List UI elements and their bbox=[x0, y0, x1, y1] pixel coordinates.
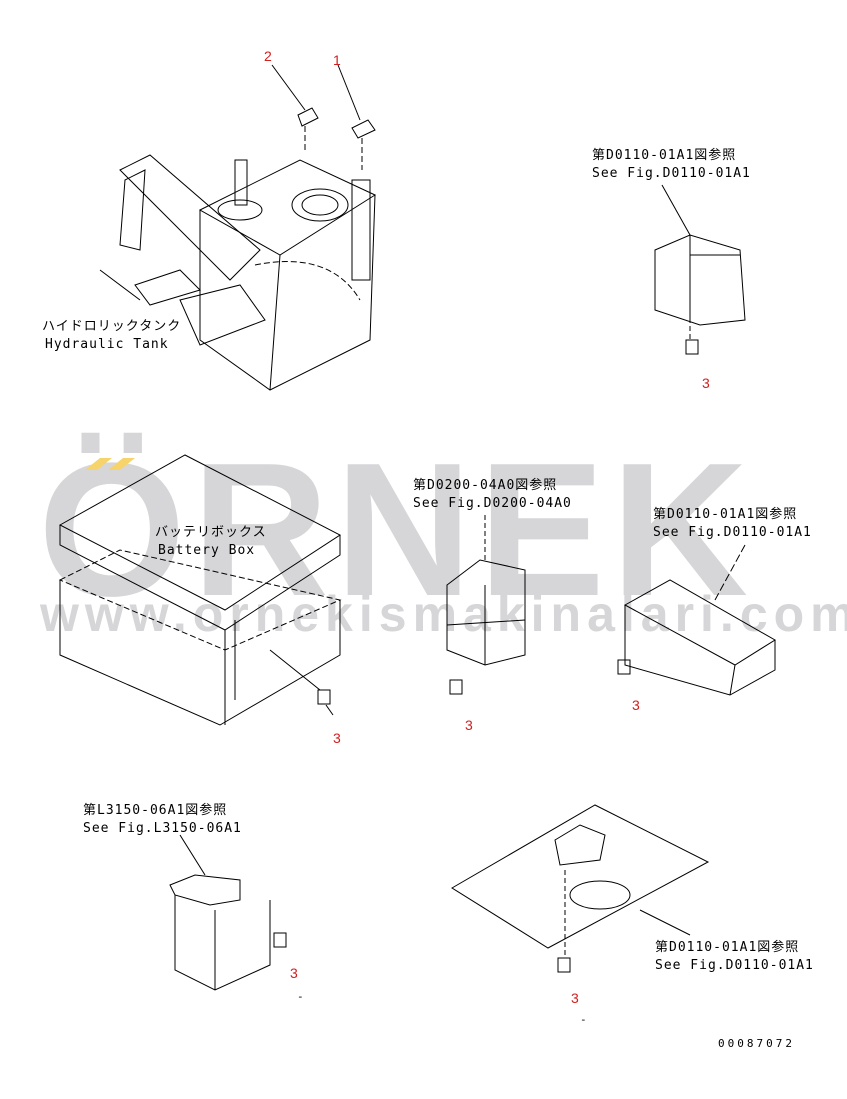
watermark-url: www.ornekismakinalari.com.tr bbox=[40, 586, 847, 642]
cover-part-3 bbox=[617, 544, 776, 696]
drawing-code: 00087072 bbox=[718, 1037, 795, 1050]
callout-3: 3 bbox=[465, 717, 473, 733]
callout-3: 3 bbox=[290, 965, 298, 981]
callout-3: 3 bbox=[702, 375, 710, 391]
hydraulic-tank-label-jp: ハイドロリックタンク bbox=[42, 319, 182, 334]
ref-label-jp: 第D0110-01A1図参照 bbox=[655, 940, 800, 955]
callout-3: 3 bbox=[632, 697, 640, 713]
battery-box-label-jp: バッテリボックス bbox=[155, 525, 267, 540]
watermark-accent bbox=[108, 458, 135, 470]
ref-label-jp: 第L3150-06A1図参照 bbox=[83, 803, 228, 818]
battery-box-label-en: Battery Box bbox=[158, 543, 256, 558]
hydraulic-tank-label-en: Hydraulic Tank bbox=[45, 337, 169, 352]
callout-3: 3 bbox=[571, 990, 579, 1006]
ref-label-en: See Fig.D0110-01A1 bbox=[592, 166, 751, 181]
callout-1: 1 bbox=[333, 52, 341, 68]
ref-label-jp: 第D0110-01A1図参照 bbox=[653, 507, 798, 522]
watermark-accent bbox=[85, 458, 112, 470]
cover-part-2 bbox=[446, 515, 526, 695]
callout-3: 3 bbox=[333, 730, 341, 746]
ref-label-jp: 第D0200-04A0図参照 bbox=[413, 478, 558, 493]
ref-label-en: See Fig.L3150-06A1 bbox=[83, 821, 242, 836]
ref-label-en: See Fig.D0200-04A0 bbox=[413, 496, 572, 511]
cover-part-1 bbox=[654, 184, 746, 355]
ref-label-jp: 第D0110-01A1図参照 bbox=[592, 148, 737, 163]
callout-2: 2 bbox=[264, 48, 272, 64]
battery-box bbox=[58, 454, 342, 726]
hydraulic-tank bbox=[99, 64, 377, 391]
dash-mark: - bbox=[580, 1013, 590, 1026]
cover-part-4 bbox=[169, 834, 287, 991]
floor-plate bbox=[451, 804, 710, 973]
dash-mark: - bbox=[297, 990, 307, 1003]
watermark-logo: ÖRNEK bbox=[38, 424, 755, 636]
ref-label-en: See Fig.D0110-01A1 bbox=[653, 525, 812, 540]
ref-label-en: See Fig.D0110-01A1 bbox=[655, 958, 814, 973]
